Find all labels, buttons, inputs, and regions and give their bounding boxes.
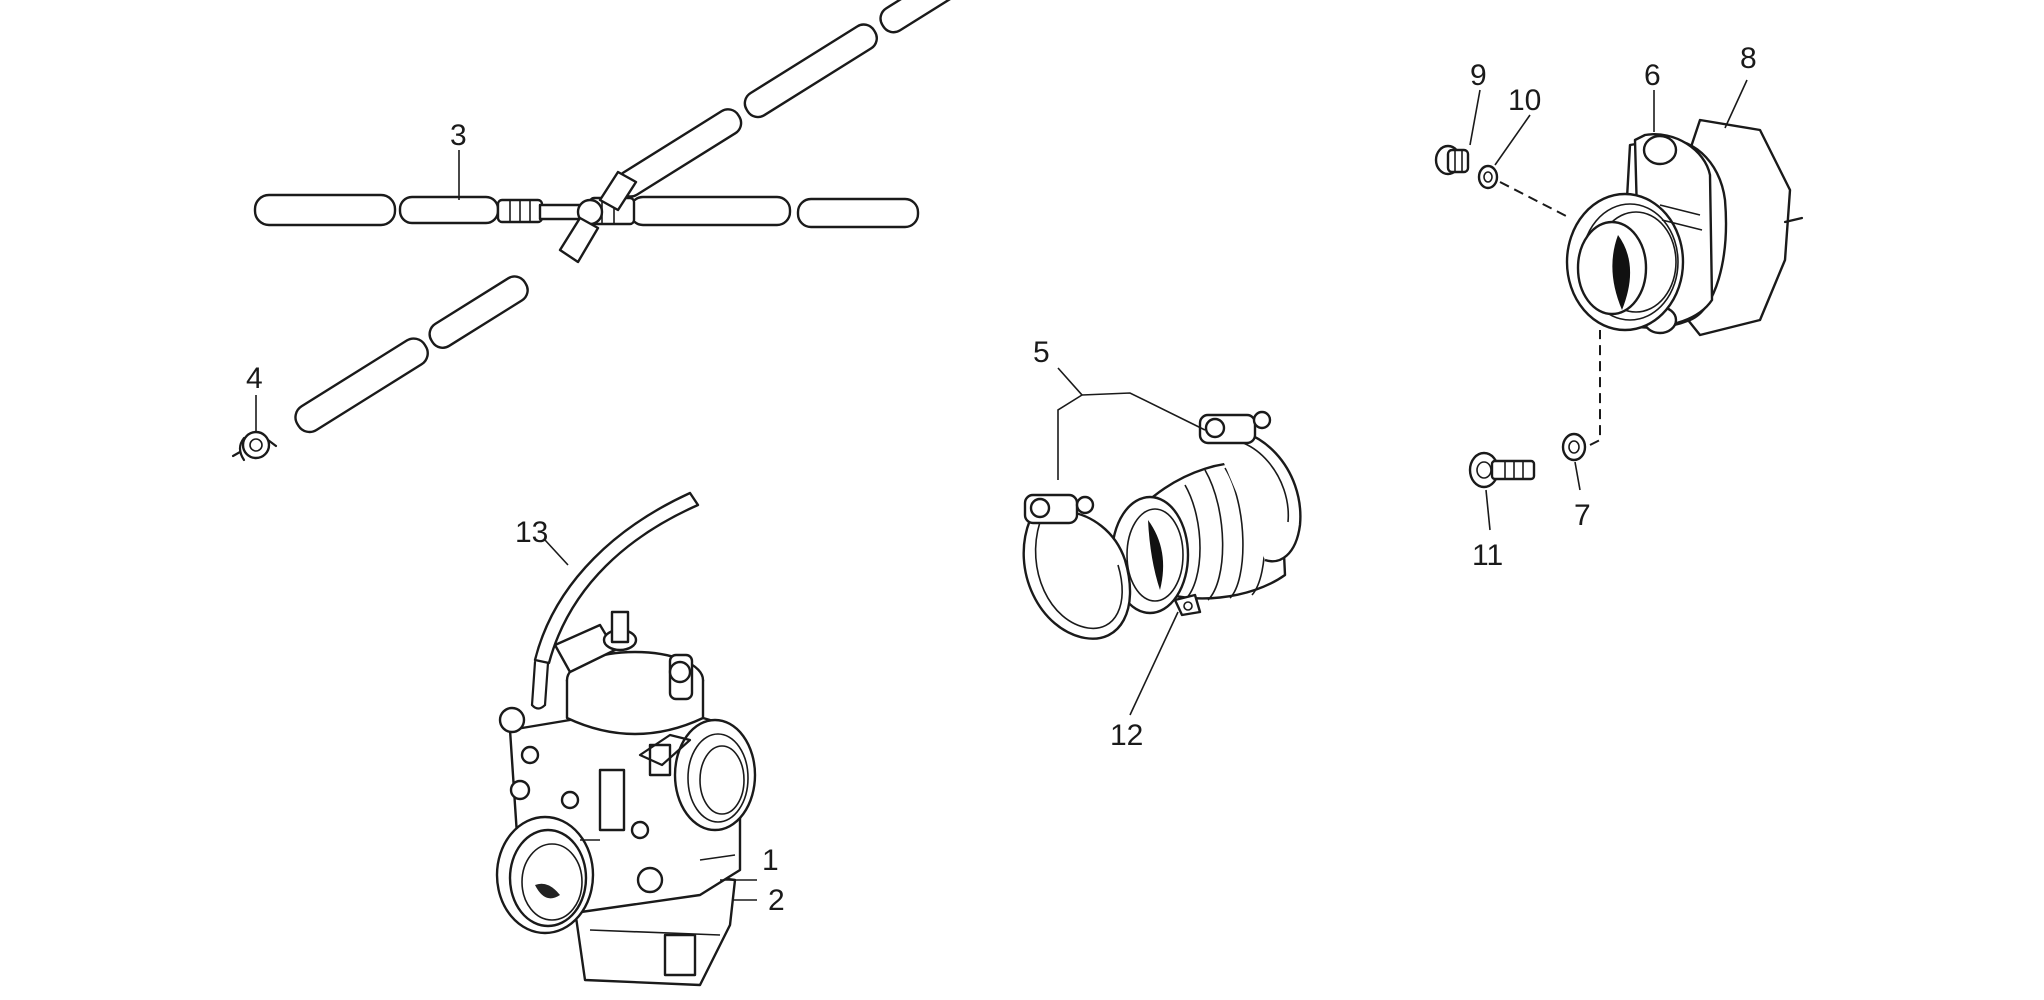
callout-9: 9: [1470, 59, 1487, 92]
washer-upper: [1477, 164, 1499, 190]
hose-segment: [796, 197, 920, 229]
hose-diagonal-upper: [616, 0, 997, 198]
hose-clamp-left: [1022, 493, 1132, 640]
washer-lower: [1561, 432, 1587, 462]
carburetor: [495, 610, 757, 987]
hose-diagonal-lower: [294, 275, 529, 434]
assembly-line-upper: [1499, 181, 1571, 219]
callout-13: 13: [515, 516, 548, 549]
leader-lines: [255, 79, 1748, 901]
callout-8: 8: [1740, 42, 1757, 75]
callout-5: 5: [1033, 336, 1050, 369]
callout-1: 1: [762, 844, 779, 877]
callout-2: 2: [768, 884, 785, 917]
callout-7: 7: [1574, 499, 1591, 532]
hose-clip: [231, 430, 278, 462]
fuel-hose: [530, 491, 700, 710]
bolt-lower: [1468, 451, 1536, 489]
assembly-line-lower: [1589, 330, 1601, 446]
intake-manifold: [1565, 133, 1728, 335]
hose-segment: [628, 195, 792, 227]
callout-3: 3: [450, 119, 467, 152]
callout-4: 4: [246, 362, 263, 395]
callout-labels: 3 4 13 1 2 5 12 9 10 6 8 7 11: [246, 42, 1757, 917]
cross-junction: [496, 170, 638, 264]
hose-assembly: [253, 0, 997, 434]
callout-11: 11: [1472, 539, 1503, 572]
callout-12: 12: [1110, 719, 1143, 752]
callout-6: 6: [1644, 59, 1661, 92]
hose-clamp-right: [1198, 410, 1302, 563]
hose-segment: [253, 193, 397, 227]
hose-segment: [398, 195, 500, 225]
callout-10: 10: [1508, 84, 1541, 117]
screw-upper: [1434, 144, 1470, 176]
